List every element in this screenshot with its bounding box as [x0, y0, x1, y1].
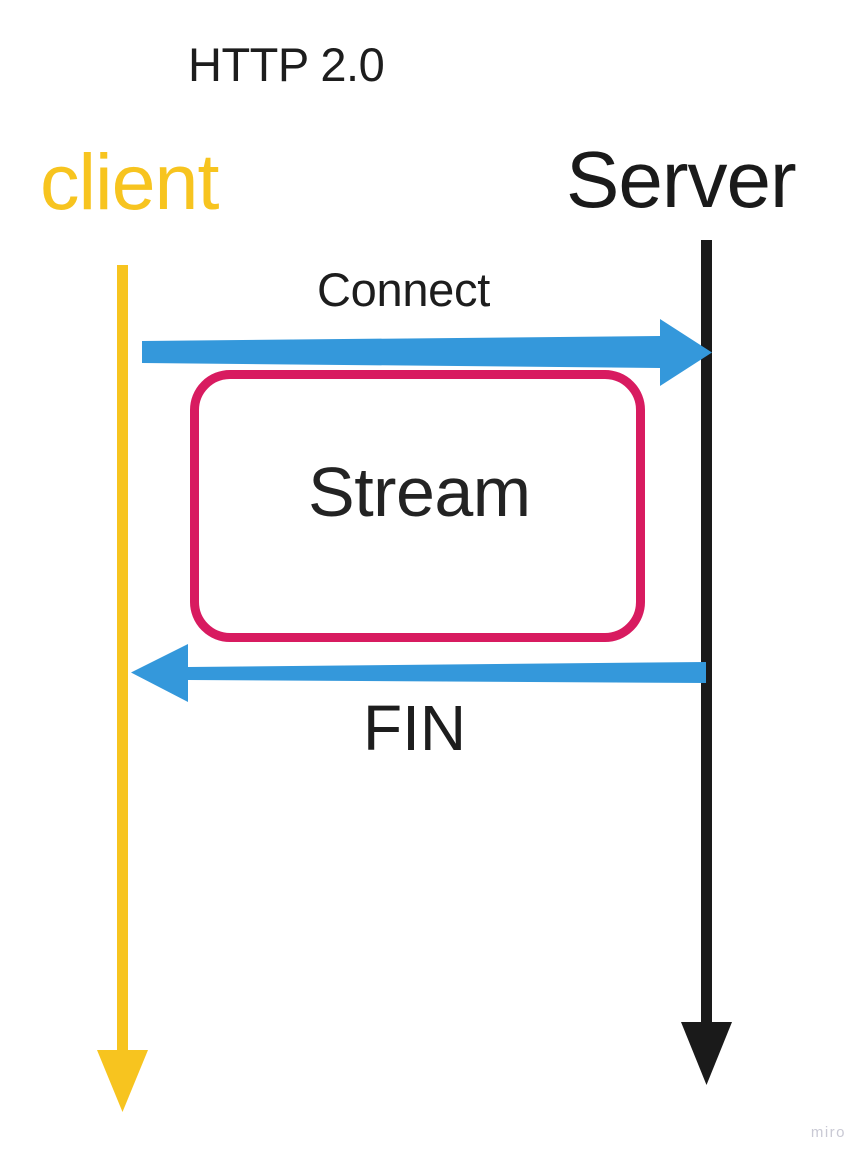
arrow-left-icon [131, 644, 706, 702]
block-stream-label: Stream [308, 453, 531, 531]
watermark: miro [810, 1124, 846, 1141]
message-arrow-fin [131, 644, 706, 702]
lifeline-client [97, 265, 148, 1112]
participant-label-client: client [40, 137, 219, 226]
arrow-right-icon [142, 319, 712, 386]
lifeline-arrowhead-client-icon [97, 1050, 148, 1112]
lifeline-arrowhead-server-icon [681, 1022, 732, 1085]
participant-label-server: Server [566, 135, 797, 224]
block-stream [190, 370, 645, 642]
message-arrow-connect [142, 319, 712, 386]
lifeline-server [681, 240, 732, 1085]
page-title: HTTP 2.0 [188, 38, 385, 91]
message-label-connect: Connect [317, 263, 490, 316]
message-label-fin: FIN [363, 692, 467, 764]
